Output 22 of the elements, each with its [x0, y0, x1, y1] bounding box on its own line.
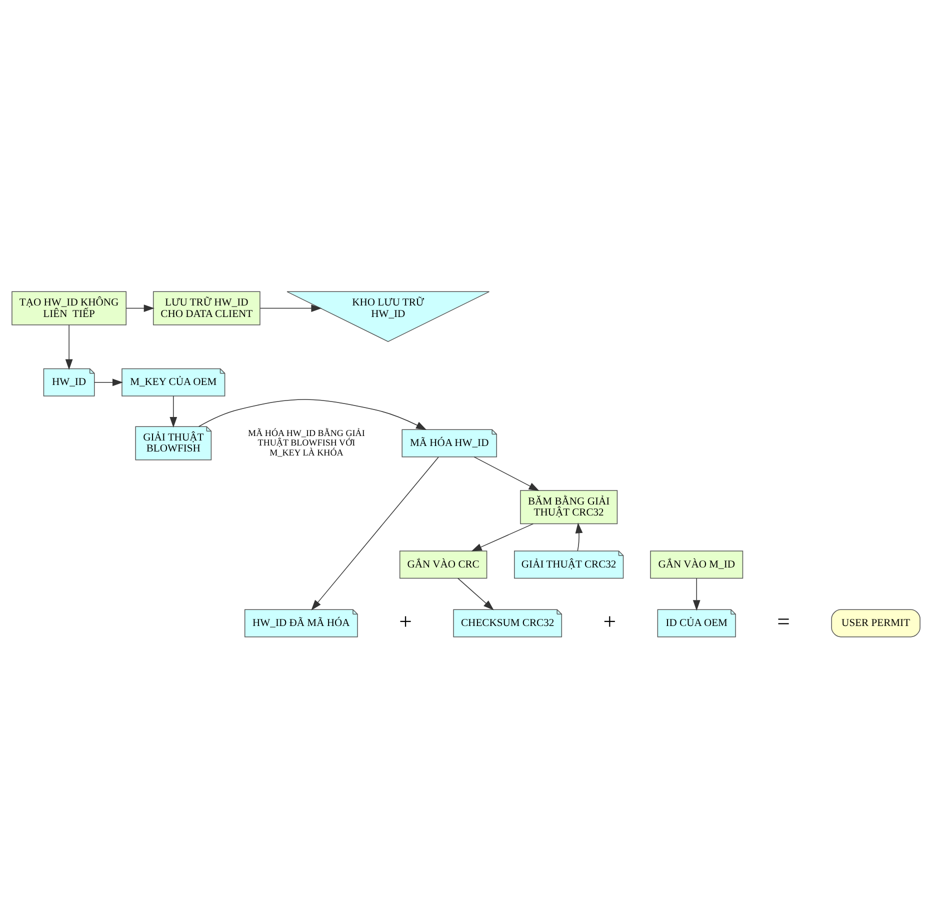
arrow [575, 522, 583, 552]
arrow [692, 578, 700, 611]
node-box: TẠO HW_ID KHÔNG LIÊN TIẾP [12, 291, 127, 326]
arrow [260, 304, 322, 312]
arrow [474, 456, 540, 492]
label: = [777, 608, 790, 634]
arrow [94, 378, 124, 386]
label: + [399, 608, 412, 634]
node-box: GẮN VÀO M_ID [650, 550, 744, 579]
arrow [458, 578, 494, 610]
node-box: BĂM BẰNG GIẢI THUẬT CRC32 [520, 490, 618, 524]
label: MÃ HÓA HW_ID BẰNG GIẢI THUẬT BLOWFISH VỚI M_KEY LÀ KHÓA [248, 428, 365, 458]
arrow [170, 396, 178, 428]
label: + [603, 608, 616, 634]
arrow [198, 399, 427, 430]
node-box: GẮN VÀO CRC [399, 550, 488, 579]
arrow [126, 304, 154, 312]
arrow [471, 523, 534, 552]
arrow [65, 324, 73, 370]
node-box: LƯU TRỮ HW_ID CHO DATA CLIENT [152, 291, 260, 326]
arrow [311, 456, 439, 610]
node-box: USER PERMIT [831, 609, 920, 638]
